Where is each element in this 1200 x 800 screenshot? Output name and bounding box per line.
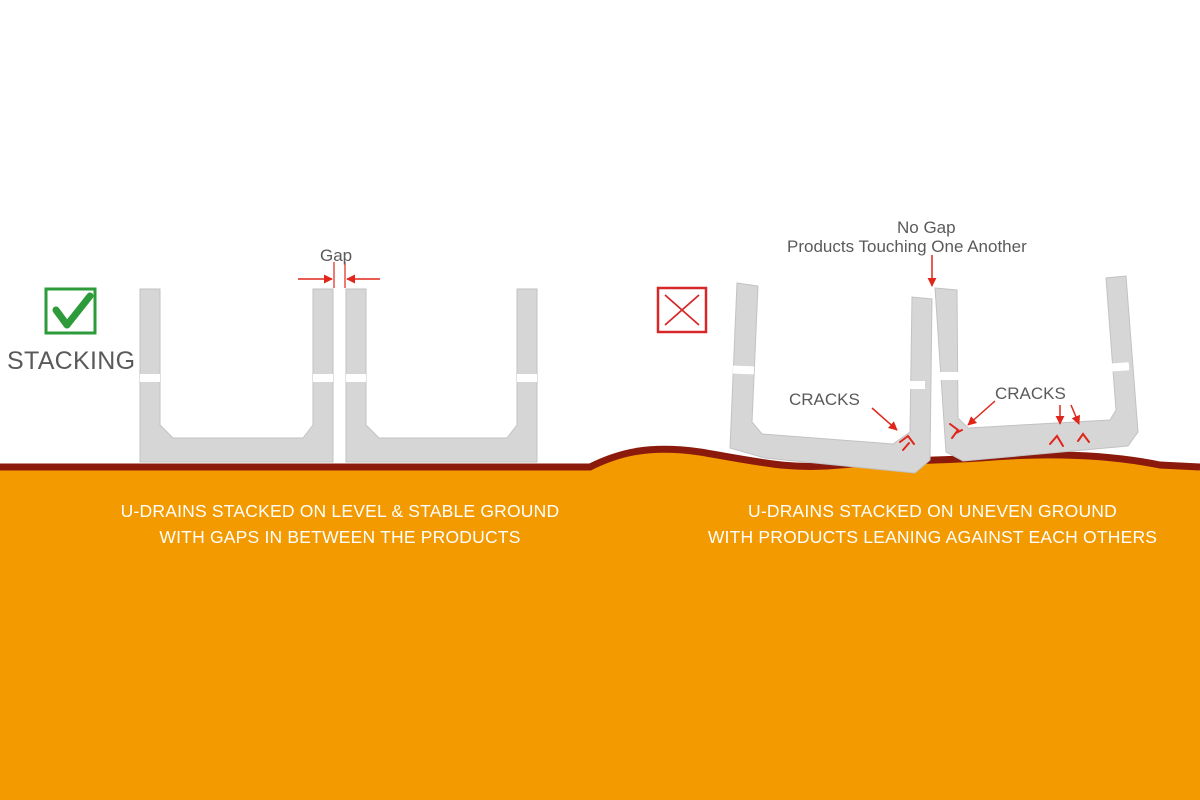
stacking-label: STACKING xyxy=(7,347,136,375)
caption-right-line2: WITH PRODUCTS LEANING AGAINST EACH OTHER… xyxy=(707,527,1158,547)
products-touching-label: Products Touching One Another xyxy=(787,237,1027,256)
crack-arrow-1 xyxy=(871,407,898,431)
u-drain-right-1 xyxy=(729,282,933,474)
caption-right: U-DRAINS STACKED ON UNEVEN GROUND WITH P… xyxy=(670,498,1195,550)
u-drain-left-2 xyxy=(345,288,538,463)
cross-icon xyxy=(656,286,708,334)
gap-label: Gap xyxy=(320,246,353,265)
u-drain-left-1 xyxy=(139,288,334,463)
caption-left-line2: WITH GAPS IN BETWEEN THE PRODUCTS xyxy=(159,527,521,547)
cracks-label-right: CRACKS xyxy=(995,384,1066,403)
caption-left: U-DRAINS STACKED ON LEVEL & STABLE GROUN… xyxy=(80,498,600,550)
u-drain-right-2 xyxy=(934,275,1139,462)
crack-arrow-2 xyxy=(967,400,996,426)
check-icon xyxy=(44,287,97,335)
caption-left-line1: U-DRAINS STACKED ON LEVEL & STABLE GROUN… xyxy=(120,501,560,521)
crack-arrow-4 xyxy=(1070,404,1081,425)
gap-indicator xyxy=(298,262,380,288)
no-gap-label: No Gap xyxy=(897,218,956,237)
cracks-label-left: CRACKS xyxy=(789,390,860,409)
crack-marks xyxy=(899,423,1090,451)
ground xyxy=(0,449,1200,800)
caption-right-line1: U-DRAINS STACKED ON UNEVEN GROUND xyxy=(748,501,1117,521)
